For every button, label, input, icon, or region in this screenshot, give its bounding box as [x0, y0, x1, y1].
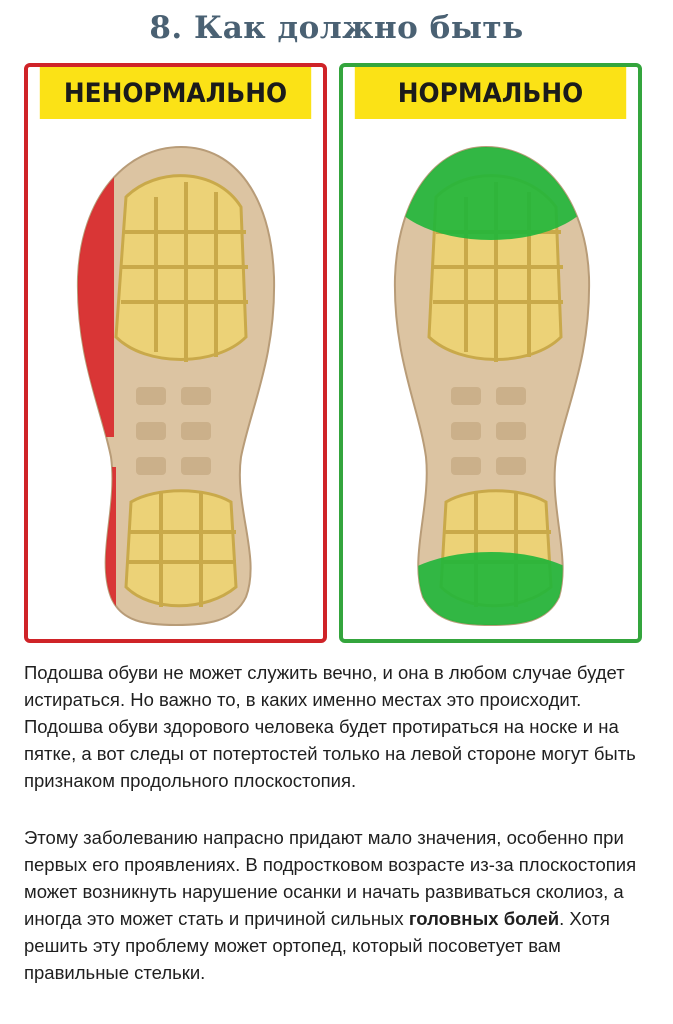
paragraph-1: Подошва обуви не может служить вечно, и …: [24, 662, 636, 791]
abnormal-label: НЕНОРМАЛЬНО: [39, 67, 312, 119]
normal-panel: НОРМАЛЬНО: [339, 63, 642, 643]
paragraph-2-bold-text: головных болей: [408, 908, 560, 929]
paragraph-2: Этому заболеванию напрасно придают мало …: [24, 824, 654, 986]
page-title: 8. Как должно быть: [149, 10, 524, 46]
abnormal-panel: НЕНОРМАЛЬНО: [24, 63, 327, 643]
normal-wear-sole-image: [393, 145, 591, 627]
normal-label: НОРМАЛЬНО: [354, 67, 627, 119]
abnormal-wear-sole-image: [76, 145, 276, 627]
paragraph-2-text-end: . Хотя решить эту проблему может ортопед…: [24, 908, 610, 983]
paragraph-2-text-start: Этому заболеванию напрасно придают мало …: [24, 827, 637, 929]
